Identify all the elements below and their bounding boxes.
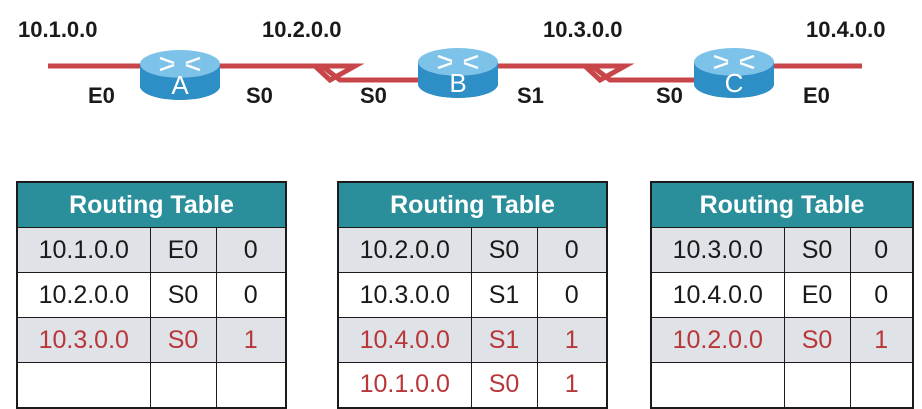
network-label-1: 10.1.0.0 [18,17,98,42]
router-b-right-interface: S1 [517,83,544,108]
route-hops: 0 [849,272,914,318]
route-hops: 1 [849,317,914,363]
route-hops: 0 [536,272,608,318]
link-10-2-0-0 [218,63,420,84]
table-row: 10.1.0.0 S0 1 [337,362,608,408]
route-hops: 1 [536,362,608,408]
route-hops: 1 [215,317,287,363]
route-interface: S0 [149,272,217,318]
route-network: 10.4.0.0 [337,317,472,363]
network-topology: A B C 10.1.0.0 10.2.0.0 10.3.0.0 10.4.0.… [18,17,886,108]
route-network: 10.2.0.0 [337,227,472,273]
route-hops: 0 [536,227,608,273]
route-hops: 0 [215,272,287,318]
table-row: 10.2.0.0 S0 0 [16,272,287,318]
routing-table-c: Routing Table 10.3.0.0 S0 0 10.4.0.0 E0 … [650,181,914,409]
route-network: 10.3.0.0 [650,227,785,273]
route-network: 10.1.0.0 [337,362,472,408]
route-interface: E0 [149,227,217,273]
router-c-icon: C [694,48,774,98]
network-label-4: 10.4.0.0 [806,17,886,42]
router-a-left-interface: E0 [88,83,115,108]
table-row: 10.4.0.0 S1 1 [337,317,608,363]
route-network: 10.1.0.0 [16,227,151,273]
routing-table-a: Routing Table 10.1.0.0 E0 0 10.2.0.0 S0 … [16,181,287,409]
route-interface: S0 [470,227,538,273]
network-links [48,63,862,84]
router-a-icon: A [140,50,220,100]
route-interface: S0 [783,317,851,363]
route-interface: S0 [470,362,538,408]
router-b-left-interface: S0 [360,83,387,108]
router-c-label: C [725,68,744,98]
route-network [16,362,151,408]
route-interface: S1 [470,272,538,318]
route-network [650,362,785,408]
table-row: 10.3.0.0 S1 0 [337,272,608,318]
route-interface [783,362,851,408]
route-hops [849,362,914,408]
route-interface: S0 [783,227,851,273]
route-hops: 0 [849,227,914,273]
router-b-icon: B [418,48,498,98]
table-row: 10.1.0.0 E0 0 [16,227,287,273]
table-row: 10.2.0.0 S0 1 [650,317,914,363]
routing-table-title: Routing Table [651,182,913,228]
network-label-3: 10.3.0.0 [543,17,623,42]
route-interface: S0 [149,317,217,363]
table-row: 10.3.0.0 S0 0 [650,227,914,273]
route-interface [149,362,217,408]
table-row: 10.2.0.0 S0 0 [337,227,608,273]
router-c-right-interface: E0 [803,83,830,108]
router-a-right-interface: S0 [246,83,273,108]
table-row [16,362,287,408]
link-10-3-0-0 [496,63,696,84]
route-network: 10.2.0.0 [16,272,151,318]
route-hops: 0 [215,227,287,273]
table-row: 10.4.0.0 E0 0 [650,272,914,318]
route-hops: 1 [536,317,608,363]
route-hops [215,362,287,408]
router-a-label: A [171,70,189,100]
route-network: 10.2.0.0 [650,317,785,363]
router-b-label: B [449,68,466,98]
route-network: 10.3.0.0 [337,272,472,318]
network-label-2: 10.2.0.0 [262,17,342,42]
route-interface: E0 [783,272,851,318]
route-interface: S1 [470,317,538,363]
table-row [650,362,914,408]
table-row: 10.3.0.0 S0 1 [16,317,287,363]
routing-table-title: Routing Table [17,182,286,228]
router-c-left-interface: S0 [656,83,683,108]
routing-table-title: Routing Table [338,182,607,228]
routing-table-b: Routing Table 10.2.0.0 S0 0 10.3.0.0 S1 … [337,181,608,409]
route-network: 10.3.0.0 [16,317,151,363]
route-network: 10.4.0.0 [650,272,785,318]
